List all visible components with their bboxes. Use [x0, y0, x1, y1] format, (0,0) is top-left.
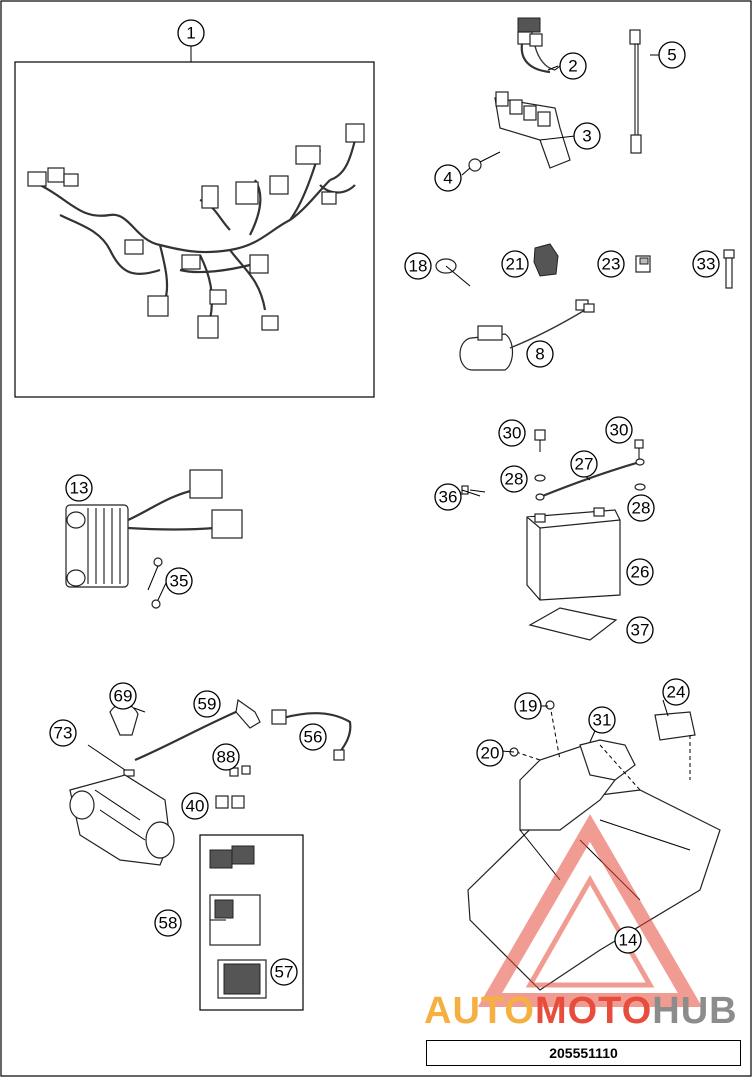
callout-4: 4: [434, 164, 462, 192]
svg-text:2: 2: [568, 57, 577, 76]
callout-8: 8: [526, 340, 554, 368]
callout-69: 69: [109, 682, 137, 710]
watermark-part-3: HUB: [652, 990, 738, 1032]
svg-text:18: 18: [409, 257, 428, 276]
callout-59: 59: [193, 690, 221, 718]
battery-group: [461, 429, 646, 641]
callout-30-right: 30: [605, 416, 633, 444]
svg-text:13: 13: [70, 479, 89, 498]
callout-88: 88: [212, 743, 240, 771]
svg-text:1: 1: [186, 24, 195, 43]
callout-24: 24: [662, 678, 690, 706]
callout-37: 37: [626, 616, 654, 644]
callout-27: 27: [570, 450, 598, 478]
svg-text:56: 56: [304, 728, 323, 747]
svg-text:57: 57: [275, 963, 294, 982]
callout-33: 33: [692, 250, 720, 278]
watermark-part-1: AUTO: [424, 990, 535, 1032]
sensor-rod: [629, 29, 660, 154]
clip-23: [635, 255, 651, 273]
callout-56: 56: [299, 723, 327, 751]
callout-1: 1: [177, 19, 205, 47]
callout-23: 23: [597, 250, 625, 278]
watermark-part-2: MOTO: [534, 990, 653, 1032]
callout-40: 40: [181, 792, 209, 820]
svg-text:27: 27: [575, 455, 594, 474]
svg-text:4: 4: [443, 169, 452, 188]
wiring-harness-kit: [14, 45, 375, 398]
callout-35: 35: [165, 567, 193, 595]
voltage-regulator: [65, 469, 243, 609]
svg-text:88: 88: [217, 748, 236, 767]
svg-text:20: 20: [481, 744, 500, 763]
callout-19: 19: [514, 692, 542, 720]
svg-text:30: 30: [503, 424, 522, 443]
svg-text:14: 14: [619, 931, 638, 950]
svg-text:24: 24: [667, 683, 686, 702]
svg-text:28: 28: [632, 499, 651, 518]
callout-28-right: 28: [627, 494, 655, 522]
svg-text:33: 33: [697, 255, 716, 274]
svg-text:21: 21: [506, 255, 525, 274]
callout-31: 31: [588, 706, 616, 734]
callout-30-left: 30: [498, 419, 526, 447]
connector-bracket: [461, 91, 576, 176]
screw-33: [723, 249, 735, 289]
svg-text:69: 69: [114, 687, 133, 706]
callout-36: 36: [434, 483, 462, 511]
diagram-code: 205551110: [426, 1040, 741, 1066]
svg-text:26: 26: [631, 563, 650, 582]
svg-text:19: 19: [519, 697, 538, 716]
callout-26: 26: [626, 558, 654, 586]
cap-21: [533, 243, 559, 277]
svg-text:73: 73: [54, 724, 73, 743]
callout-3: 3: [573, 122, 601, 150]
svg-text:31: 31: [593, 711, 612, 730]
starter-group: [69, 698, 352, 1011]
svg-text:23: 23: [602, 255, 621, 274]
watermark-text: AUTOMOTOHUB: [424, 990, 738, 1033]
callout-57: 57: [270, 958, 298, 986]
callout-2: 2: [559, 52, 587, 80]
svg-text:37: 37: [631, 621, 650, 640]
relay-8: [459, 299, 595, 371]
callout-28-left: 28: [500, 465, 528, 493]
callout-5: 5: [658, 41, 686, 69]
svg-text:36: 36: [439, 488, 458, 507]
callout-73: 73: [49, 719, 77, 747]
svg-text:40: 40: [186, 797, 205, 816]
svg-text:59: 59: [198, 695, 217, 714]
callout-20: 20: [476, 739, 504, 767]
svg-text:8: 8: [535, 345, 544, 364]
svg-text:30: 30: [610, 421, 629, 440]
svg-text:58: 58: [159, 914, 178, 933]
svg-text:3: 3: [582, 127, 591, 146]
fuse-holder: [517, 17, 561, 74]
callout-58: 58: [154, 909, 182, 937]
callout-18: 18: [404, 252, 432, 280]
svg-text:35: 35: [170, 572, 189, 591]
callout-13: 13: [65, 474, 93, 502]
cable-tie: [435, 258, 471, 287]
callout-14: 14: [614, 926, 642, 954]
svg-text:5: 5: [667, 46, 676, 65]
svg-text:28: 28: [505, 470, 524, 489]
callout-21: 21: [501, 250, 529, 278]
